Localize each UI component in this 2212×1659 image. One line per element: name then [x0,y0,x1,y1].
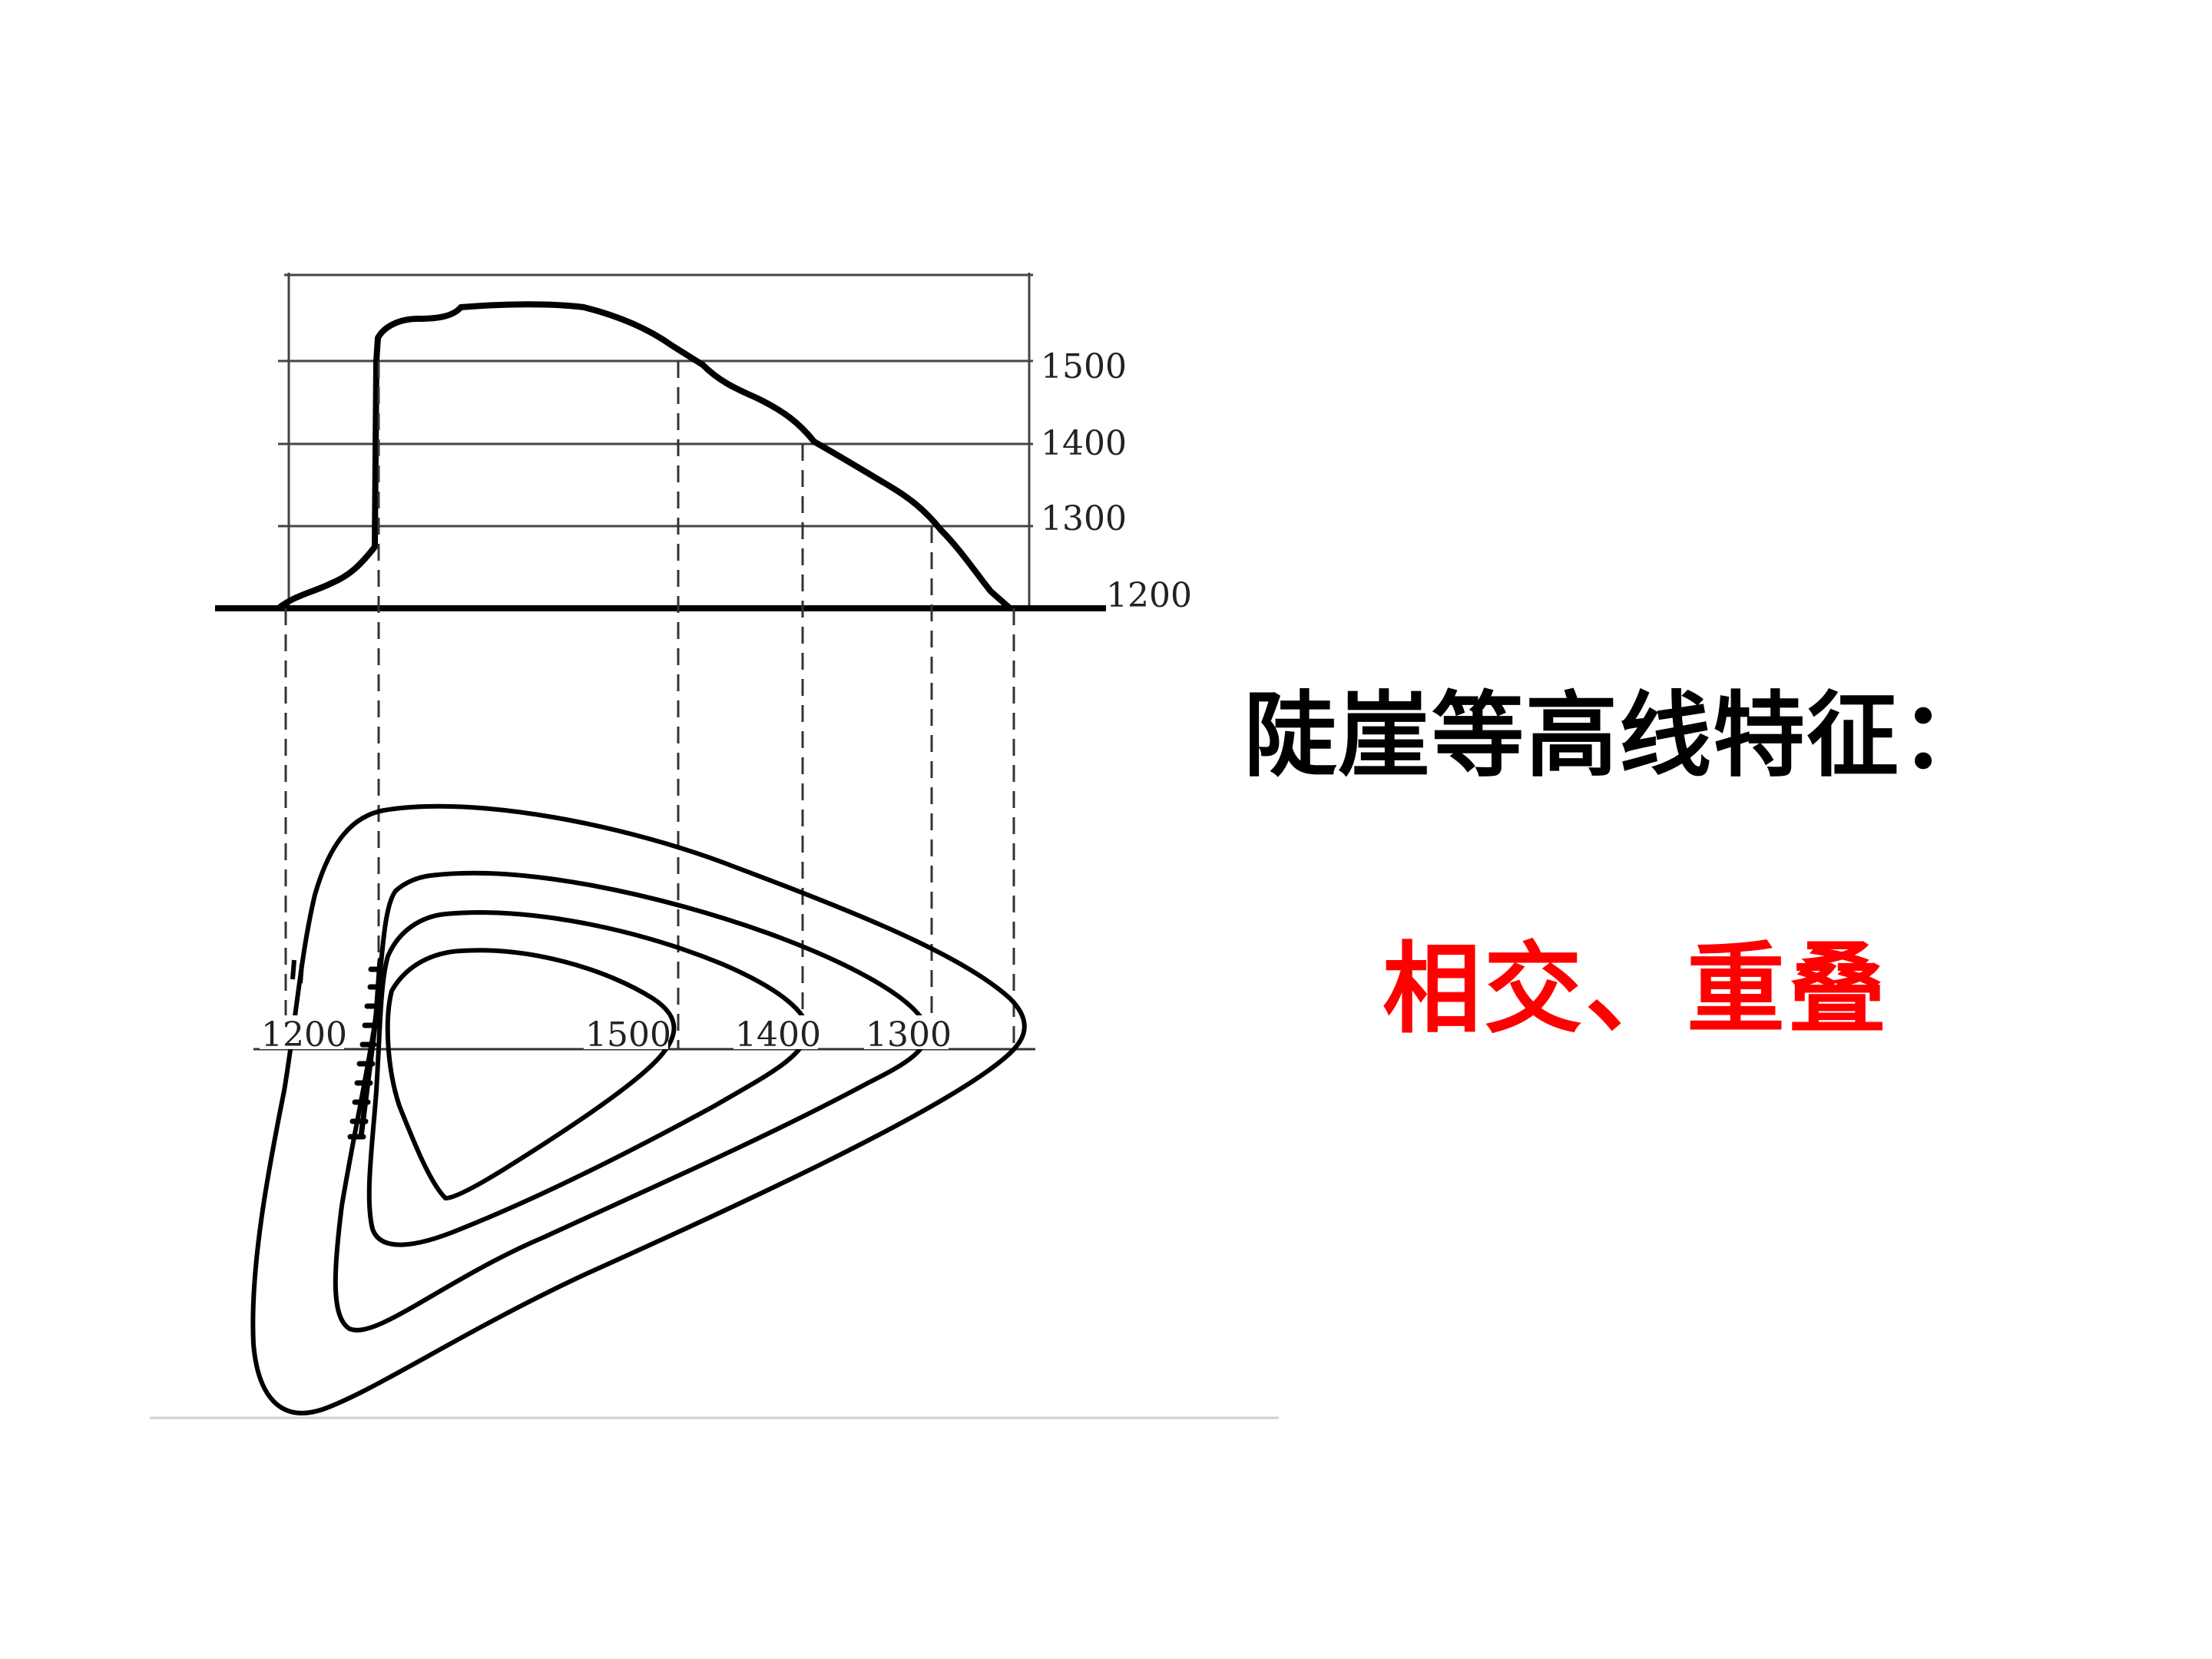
elevation-label-1200: 1200 [1106,576,1192,615]
contour-1300 [333,870,929,1333]
cliff-symbol [347,957,383,1140]
contour-gap-mark [298,963,304,984]
elevation-label-1500: 1500 [1041,347,1127,386]
label-halo [260,1015,344,1049]
contour-1200 [250,803,1027,1416]
contour-label-1300: 1300 [866,1015,952,1055]
contour-1400 [366,910,810,1247]
label-halo [584,1015,668,1049]
plan-labels: 1200 1500 1400 1300 [260,1015,952,1055]
contour-label-1400: 1400 [735,1015,821,1055]
contour-1500 [385,948,677,1200]
heading: 陡崖等高线特征： [1244,681,1994,790]
elevation-label-1400: 1400 [1041,424,1127,463]
contour-label-1200: 1200 [261,1015,347,1055]
contour-lines [250,803,1027,1416]
profile-curve [277,301,1013,611]
contour-gap-mark [290,959,296,980]
contour-label-1500: 1500 [585,1015,671,1055]
contour-gap-marks [290,959,304,984]
elevation-label-1300: 1300 [1041,499,1127,538]
cliff-contour-diagram: 1500 1400 1300 1200 [150,273,1279,1419]
label-halo [733,1015,818,1049]
label-halo [864,1015,949,1049]
answer-text: 相交、重叠 [1382,932,1890,1047]
text-panel: 陡崖等高线特征： 相交、重叠 [1244,661,2089,1051]
profile-grid [278,273,1033,608]
